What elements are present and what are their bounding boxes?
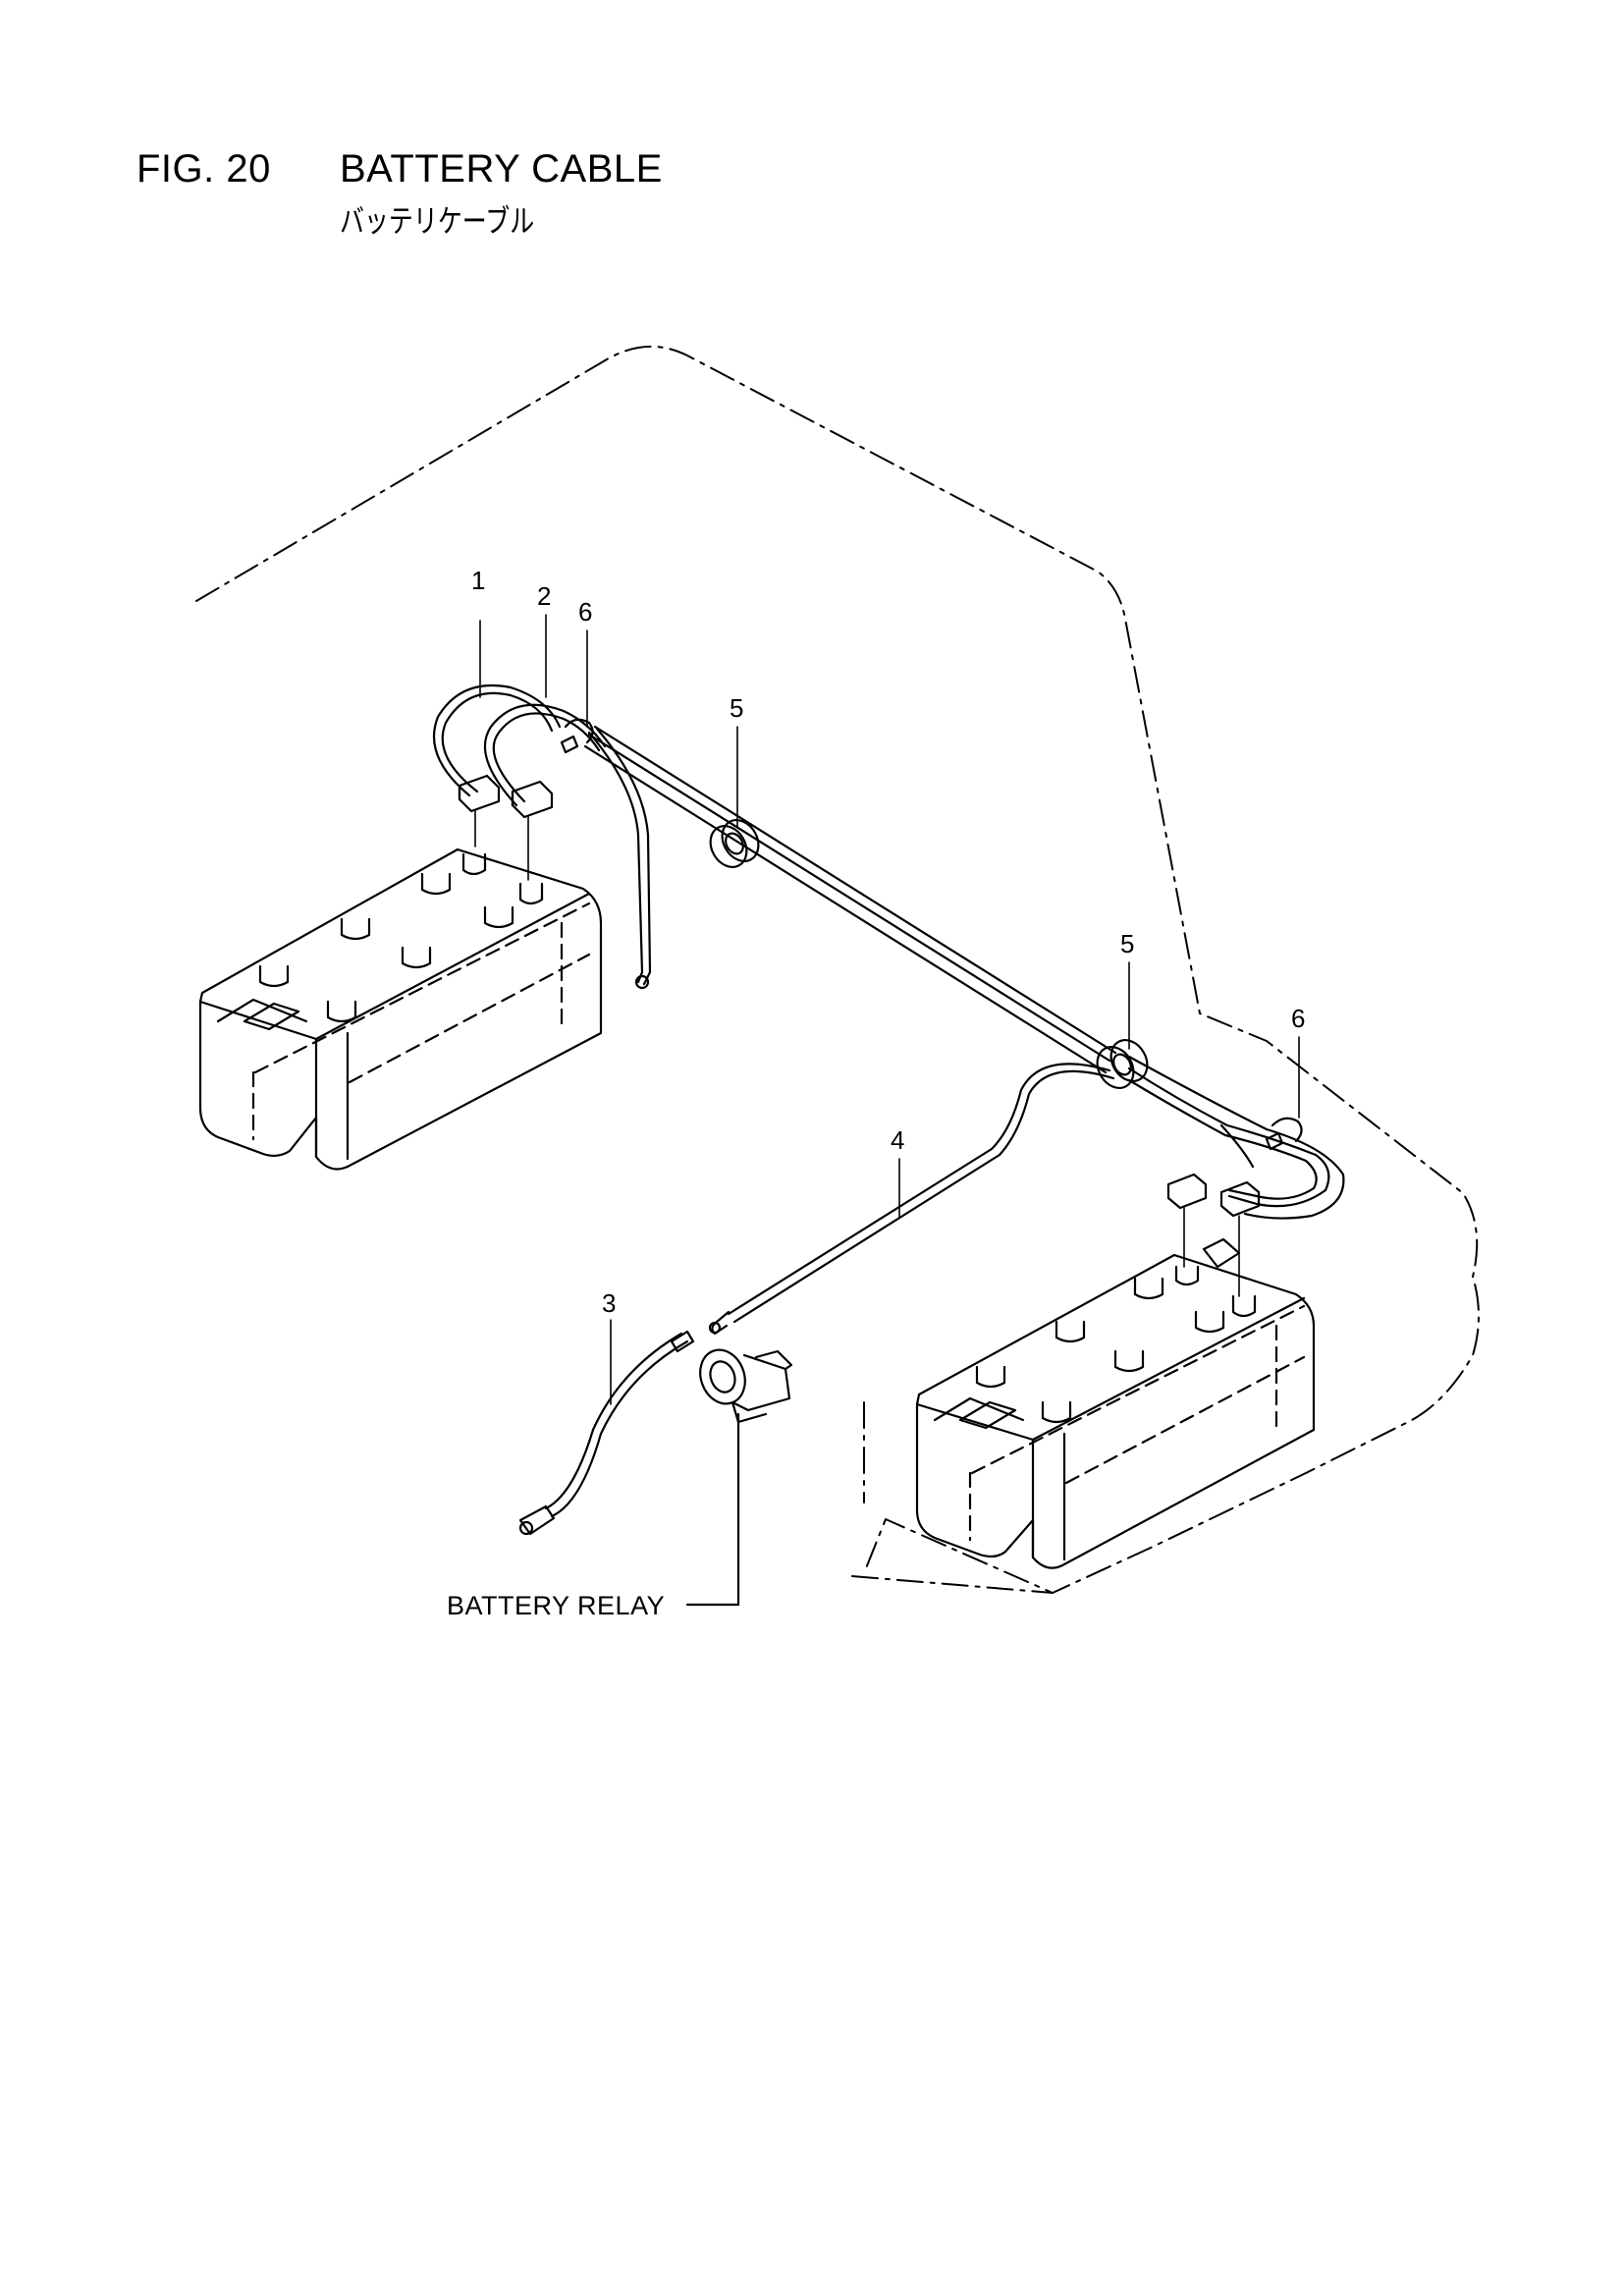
callout-5-right: 5 — [1120, 929, 1134, 958]
callout-1: 1 — [471, 566, 485, 595]
terminal-clamp-left-1 — [458, 774, 501, 847]
clamp-left — [560, 718, 594, 754]
clamp-right — [1265, 1117, 1303, 1151]
terminal-clamp-right-2 — [1219, 1180, 1261, 1297]
callout-6-right: 6 — [1291, 1004, 1305, 1033]
figure-number: FIG. 20 — [136, 147, 271, 191]
cable-4 — [708, 1063, 1115, 1336]
battery-right — [915, 1237, 1316, 1569]
callout-5-left: 5 — [730, 693, 743, 723]
callout-leaders — [479, 614, 1300, 1405]
grommet-left — [709, 819, 760, 868]
callout-3: 3 — [602, 1288, 616, 1318]
cable-2 — [483, 703, 607, 807]
callout-4: 4 — [891, 1125, 904, 1155]
figure-title-japanese: バッテリケーブル — [340, 202, 535, 240]
terminal-clamp-right-1 — [1166, 1173, 1208, 1268]
callout-numbers: 1 2 6 5 5 6 4 3 — [471, 566, 1305, 1318]
callout-2: 2 — [537, 581, 551, 611]
cable-1 — [433, 683, 652, 990]
callout-6-left: 6 — [578, 597, 592, 627]
main-harness — [583, 725, 1345, 1220]
machine-outline — [195, 346, 1480, 1594]
cable-3 — [518, 1330, 695, 1536]
terminal-clamp-left-2 — [511, 780, 554, 881]
battery-relay-part — [685, 1348, 793, 1607]
battery-relay-label: BATTERY RELAY — [447, 1591, 665, 1620]
battery-left — [198, 847, 603, 1171]
figure-title: BATTERY CABLE — [340, 147, 663, 191]
